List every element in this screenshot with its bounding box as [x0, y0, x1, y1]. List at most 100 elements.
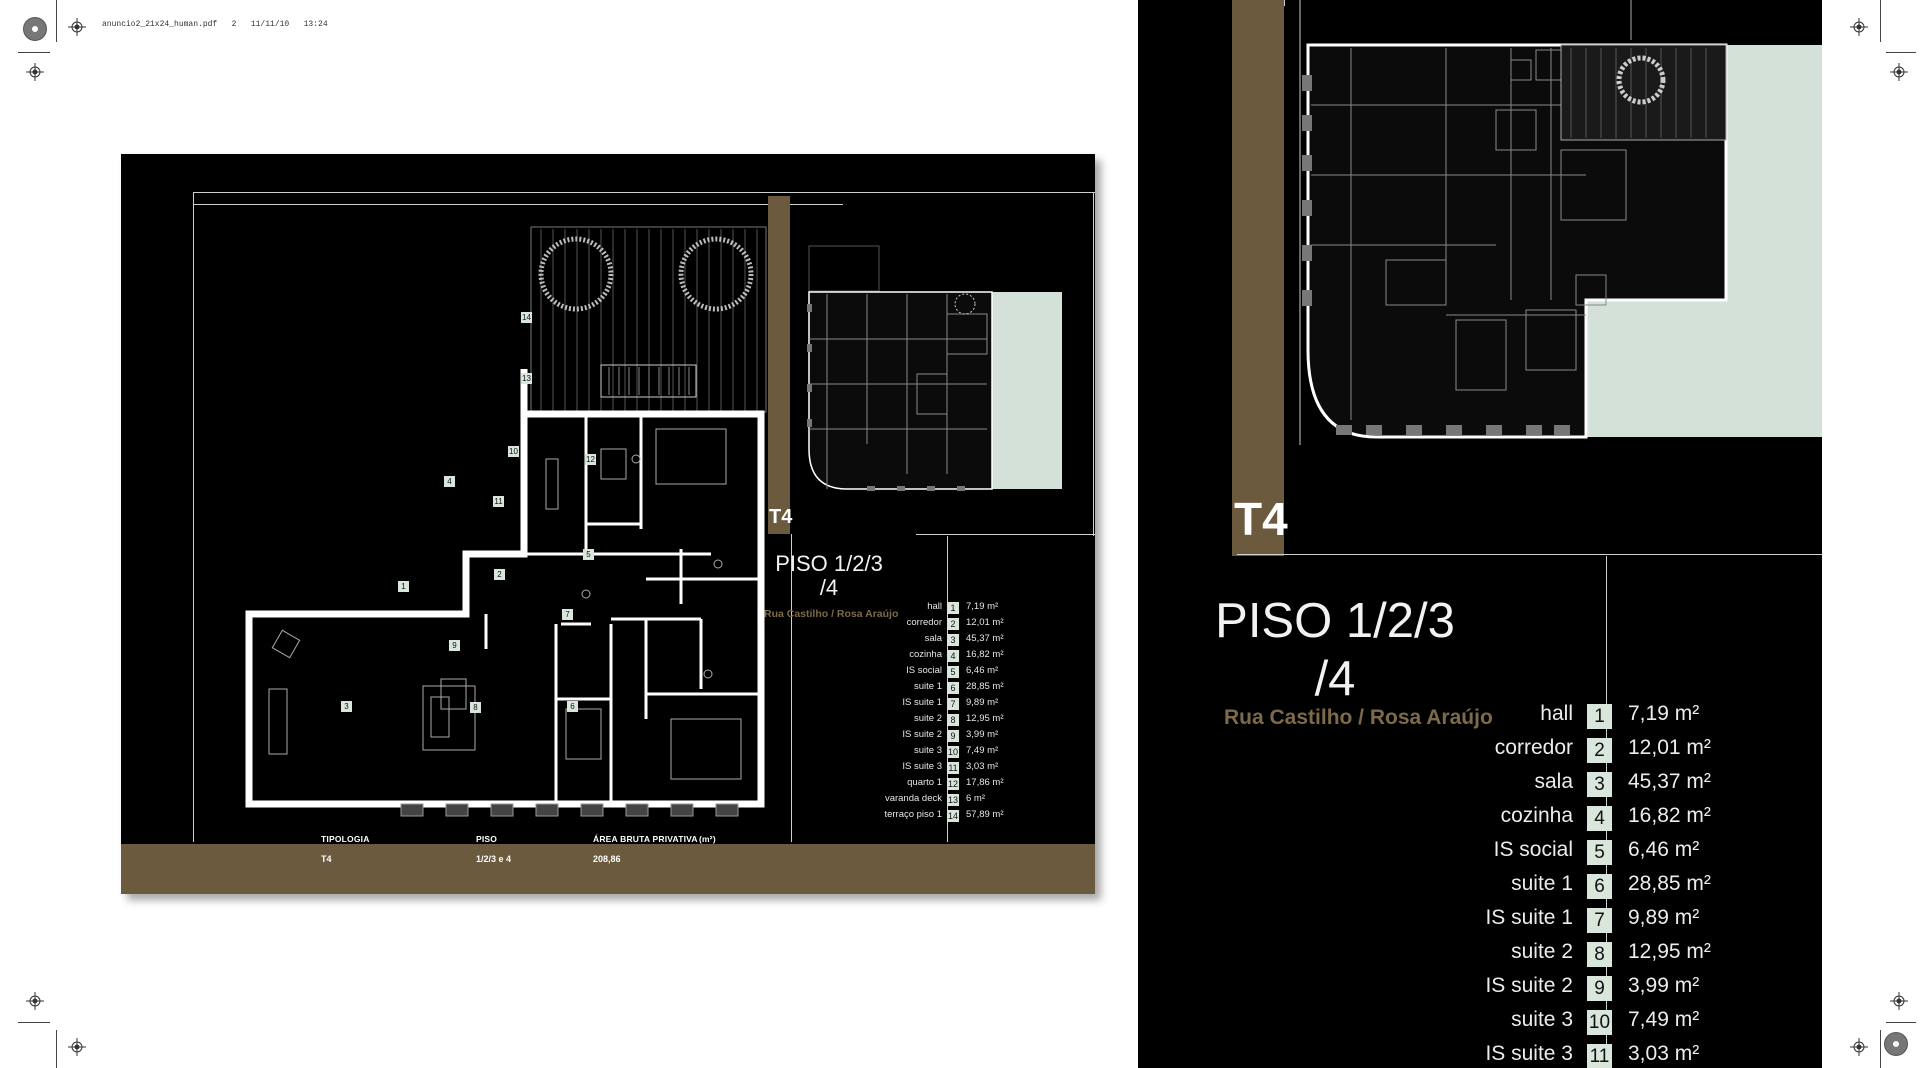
typology-tag: T4 — [1234, 493, 1288, 545]
area-name: IS suite 1 — [821, 697, 942, 713]
room-name: suite 1 — [914, 681, 942, 692]
area-name: cozinha — [821, 649, 942, 665]
plan-room-number: 7 — [562, 609, 573, 620]
zoomed-detail-sheet: T4 PISO 1/2/3 /4 Rua Cas — [1138, 0, 1822, 1068]
room-name: varanda deck — [884, 793, 942, 804]
room-name: IS suite 1 — [902, 697, 942, 708]
room-name: suite 2 — [914, 713, 942, 724]
room-name: cozinha — [1500, 804, 1573, 827]
room-name: sala — [1534, 770, 1573, 793]
floor-plan-sheet: T4 — [121, 154, 1095, 894]
frame-line — [916, 192, 1095, 193]
plan-room-number: 5 — [583, 549, 594, 560]
area-name: varanda deck — [821, 793, 942, 809]
room-name: suite 3 — [914, 745, 942, 756]
room-index: 1 — [1587, 704, 1612, 729]
floor-title-line1: PISO 1/2/3 — [775, 551, 883, 576]
room-area: 28,85 m² — [1628, 872, 1711, 895]
frame-line — [193, 204, 843, 205]
room-name: sala — [924, 633, 942, 644]
registration-mark-icon — [26, 992, 44, 1010]
room-index: 1 — [947, 602, 959, 614]
room-index: 10 — [947, 746, 959, 758]
typology-tag: T4 — [769, 506, 793, 528]
address-label: Rua Castilho / Rosa Araújo — [764, 608, 899, 620]
room-index: 5 — [1587, 840, 1612, 865]
room-area: 45,37 m² — [1628, 770, 1711, 793]
room-name: IS social — [906, 665, 942, 676]
room-name: corredor — [906, 617, 942, 628]
room-index: 10 — [1587, 1010, 1612, 1035]
room-area: 12,95 m² — [1628, 940, 1711, 963]
areas-table-zoomed: hall corredor sala cozinha IS social sui… — [1348, 702, 1822, 1068]
room-index: 12 — [947, 778, 959, 790]
address-label: Rua Castilho / Rosa Araújo — [1224, 706, 1493, 729]
room-name: terraço piso 1 — [884, 809, 942, 820]
room-index: 11 — [947, 762, 959, 774]
room-index: 9 — [1587, 976, 1612, 1001]
registration-mark-icon — [26, 63, 44, 81]
area-name: corredor — [821, 617, 942, 633]
room-name: IS suite 2 — [1485, 974, 1573, 997]
frame-line — [193, 192, 194, 842]
floor-title-line2: /4 — [1314, 652, 1356, 706]
room-index: 5 — [947, 666, 959, 678]
room-name: corredor — [1494, 736, 1573, 759]
room-name: hall — [927, 601, 942, 612]
room-name: IS suite 3 — [1485, 1042, 1573, 1065]
crop-mark — [56, 1030, 57, 1068]
areas-table: hall corredor sala cozinha IS social sui… — [821, 601, 1004, 841]
footer-band — [121, 844, 1095, 894]
room-name: suite 1 — [1511, 872, 1573, 895]
crop-mark — [1880, 1030, 1881, 1068]
plan-room-number: 13 — [521, 373, 532, 384]
room-area: 3,99 m² — [966, 729, 999, 740]
crop-mark — [56, 0, 57, 42]
room-index: 7 — [1587, 908, 1612, 933]
area-name: hall — [821, 601, 942, 617]
room-index: 3 — [947, 634, 959, 646]
plan-room-number: 3 — [341, 701, 352, 712]
registration-mark-icon — [1890, 63, 1908, 81]
floor-title: PISO 1/2/3 /4 — [764, 552, 894, 600]
room-name: IS suite 2 — [902, 729, 942, 740]
registration-mark-icon — [68, 1038, 86, 1056]
room-index: 11 — [1587, 1044, 1612, 1068]
room-area: 3,99 m² — [1628, 974, 1700, 997]
plan-room-number: 11 — [493, 496, 504, 507]
room-area: 9,89 m² — [1628, 906, 1700, 929]
key-plan-zoomed — [1299, 0, 1822, 445]
room-index: 6 — [947, 682, 959, 694]
room-name: cozinha — [909, 649, 942, 660]
room-area: 12,95 m² — [966, 713, 1004, 724]
footer-typology-label: TIPOLOGIA — [321, 834, 370, 844]
room-area: 3,03 m² — [966, 761, 999, 772]
room-area: 57,89 m² — [966, 809, 1004, 820]
room-name: IS suite 1 — [1485, 906, 1573, 929]
floor-title: PISO 1/2/3 /4 — [1200, 592, 1470, 708]
room-name: quarto 1 — [907, 777, 942, 788]
plan-room-number: 14 — [521, 312, 532, 323]
file-slug: anuncio2_21x24_human.pdf 2 11/11/10 13:2… — [102, 20, 328, 29]
registration-dot-bottom-right — [1884, 1032, 1908, 1056]
room-index: 14 — [947, 810, 959, 822]
frame-line — [916, 534, 1095, 535]
room-index: 2 — [947, 618, 959, 630]
floor-title-line2: /4 — [819, 575, 839, 600]
area-name: IS social — [821, 665, 942, 681]
typology-band — [768, 196, 790, 534]
room-index: 4 — [947, 650, 959, 662]
key-plan — [807, 245, 1062, 491]
frame-line — [791, 534, 792, 842]
room-area: 17,86 m² — [966, 777, 1004, 788]
area-name: suite 2 — [821, 713, 942, 729]
main-floor-plan — [245, 226, 767, 817]
area-name: terraço piso 1 — [821, 809, 942, 825]
footer-area-unit: (m²) — [699, 834, 716, 844]
plan-room-number: 10 — [508, 446, 519, 457]
room-index: 6 — [1587, 874, 1612, 899]
area-name: sala — [821, 633, 942, 649]
room-area: 6 m² — [966, 793, 985, 804]
footer-typology-value: T4 — [321, 854, 332, 864]
room-name: IS social — [1493, 838, 1573, 861]
